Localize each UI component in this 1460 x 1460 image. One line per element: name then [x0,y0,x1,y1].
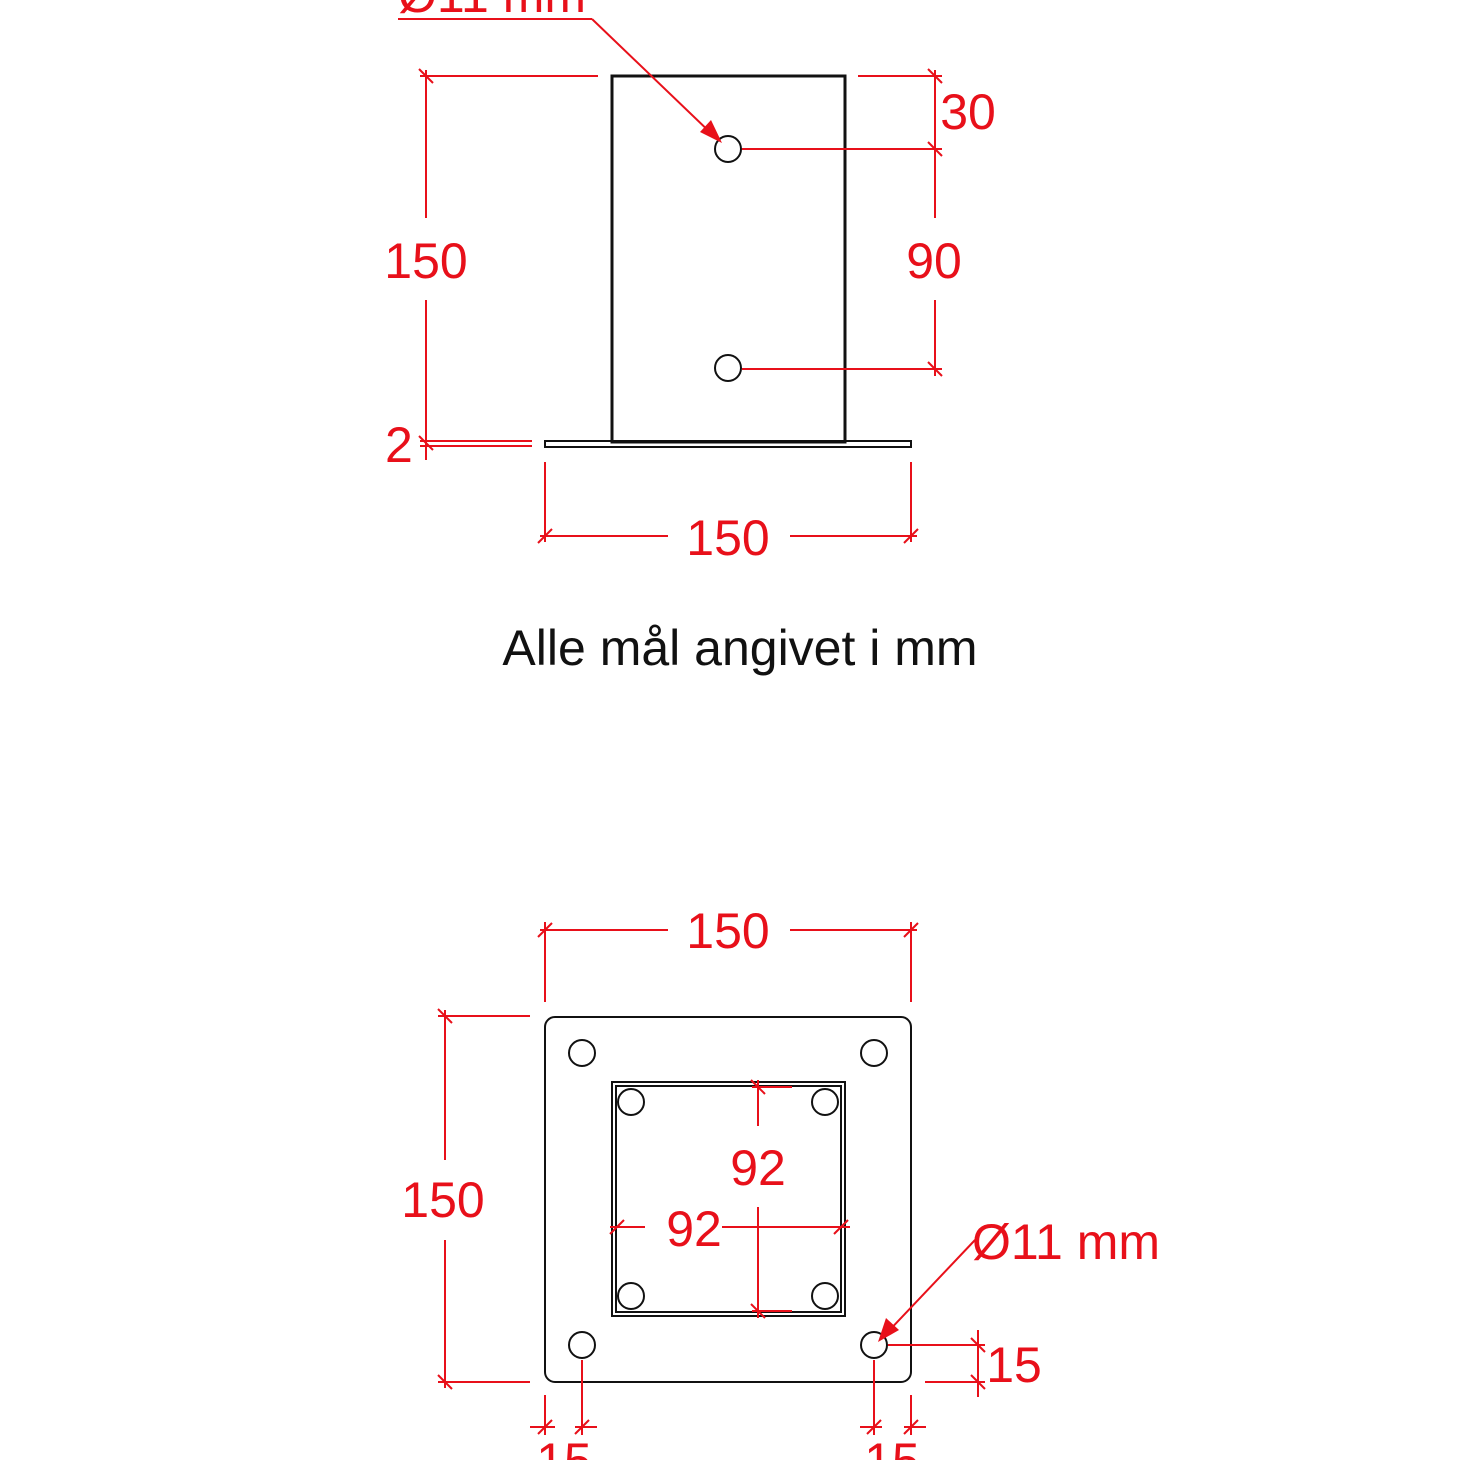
plate-hole [860,1039,888,1067]
hole-leader-top: Ø11 mm [398,0,722,143]
dim-edge-right: 15 [888,1330,1042,1397]
hole-spacing-label: 90 [906,233,962,289]
edge-bottom-left-label: 15 [536,1433,592,1460]
dim-width-150: 150 [537,462,919,566]
plate-hole [568,1331,596,1359]
dim-inner-vertical: 92 [730,1079,792,1319]
sleeve-hole [811,1088,839,1116]
dim-inner-horizontal: 92 [609,1201,850,1257]
height-label: 150 [384,233,467,289]
post-sleeve [610,74,847,444]
sleeve-inner [615,1085,842,1313]
dim-plate-thickness: 2 [385,417,532,473]
dim-edge-bottom: 15 15 [530,1360,926,1460]
sleeve-outer [611,1081,846,1317]
base-plate [544,1016,912,1383]
edge-right-label: 15 [986,1337,1042,1393]
hole-leader-plan: Ø11 mm [878,1214,1160,1342]
inner-vertical-label: 92 [730,1140,786,1196]
plate-hole [568,1039,596,1067]
units-note: Alle mål angivet i mm [502,620,977,676]
hole-diameter-label: Ø11 mm [398,0,586,23]
dim-height-150: 150 [384,68,598,460]
edge-bottom-right-label: 15 [864,1433,920,1460]
dim-plan-height: 150 [401,1008,530,1390]
plan-height-label: 150 [401,1172,484,1228]
hole-lower [714,354,742,382]
sleeve-hole [811,1282,839,1310]
side-view: Ø11 mm 150 2 30 90 [384,0,996,566]
dim-plan-width: 150 [537,903,919,1002]
plan-view: 150 150 92 92 [401,903,1160,1460]
top-to-hole-label: 30 [940,84,996,140]
inner-horizontal-label: 92 [666,1201,722,1257]
thickness-label: 2 [385,417,413,473]
sleeve-hole [617,1282,645,1310]
base-plate-side [544,440,912,448]
plan-hole-diameter-label: Ø11 mm [972,1214,1160,1270]
sleeve-hole [617,1088,645,1116]
plan-width-label: 150 [686,903,769,959]
width-label: 150 [686,510,769,566]
dim-hole-positions: 30 90 [742,68,996,377]
